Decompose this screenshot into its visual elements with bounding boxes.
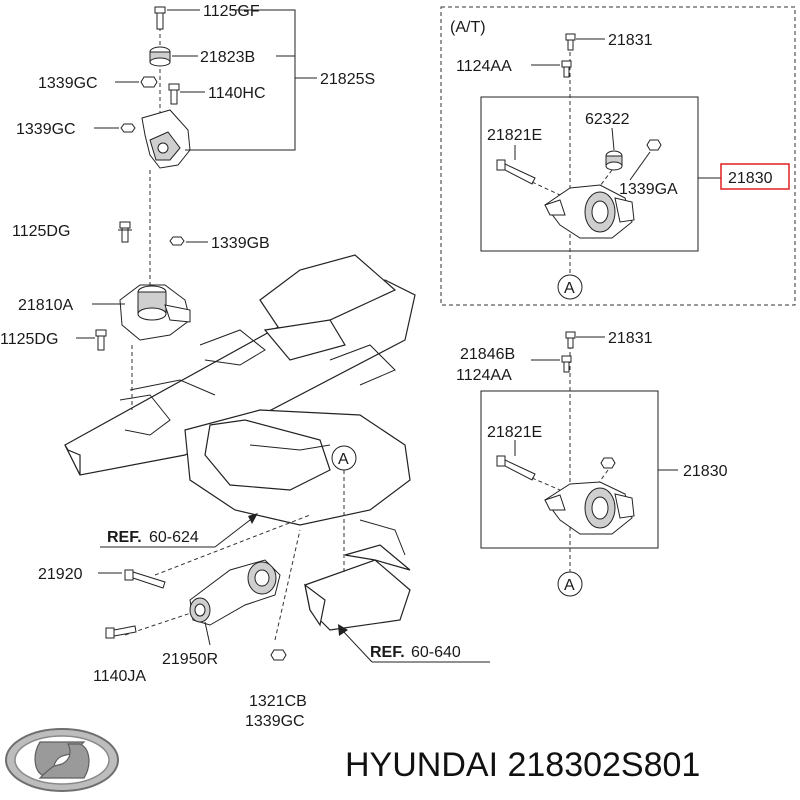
nut-icon (140, 76, 158, 88)
bushing-icon (149, 46, 171, 67)
nut-icon (600, 457, 616, 469)
bushing-icon (605, 150, 623, 171)
bolt-icon (168, 83, 180, 105)
at-highlight-box (720, 163, 790, 190)
engine-mount-icon (119, 284, 191, 341)
ref-label-bold: REF. (107, 529, 142, 546)
label-1125DG-upper: 1125DG (12, 223, 70, 240)
roll-rod-icon (189, 559, 281, 626)
label-1125DG-lower: 1125DG (0, 331, 58, 348)
mount-bracket-icon (141, 109, 191, 169)
nut-icon (646, 139, 662, 151)
mt-label-21830: 21830 (683, 463, 728, 480)
label-21825S: 21825S (320, 71, 375, 88)
callout-a-main: A (331, 445, 357, 575)
label-21823B: 21823B (200, 49, 255, 66)
at-label-1124AA: 1124AA (456, 58, 512, 75)
at-label-1339GA: 1339GA (619, 181, 678, 198)
label-21810A: 21810A (18, 297, 73, 314)
bolt-icon (154, 6, 166, 30)
mt-detail-panel: 21831 21846B 1124AA 21821E 21830 A (456, 330, 728, 597)
mt-callout-a: A (557, 571, 583, 597)
label-1140JA: 1140JA (93, 668, 146, 685)
ref-label-number: 60-624 (149, 529, 199, 546)
svg-text:A: A (564, 577, 575, 594)
engine-mount-stack (95, 6, 191, 410)
chassis-frame (64, 254, 416, 631)
bolt-icon (119, 221, 131, 243)
bolt-icon (124, 569, 166, 589)
bolt-icon (561, 60, 572, 78)
ref-label-number-2: 60-640 (411, 644, 461, 661)
ref-label-bold-2: REF. (370, 644, 405, 661)
bolt-icon (561, 355, 572, 373)
brand-title: HYUNDAI 218302S801 (345, 746, 700, 784)
label-1339GB: 1339GB (211, 235, 270, 252)
leader-lines (76, 9, 490, 663)
mt-label-21821E: 21821E (487, 424, 542, 441)
nut-icon (169, 236, 185, 246)
transmission-mount-icon (544, 481, 635, 535)
label-1339GC-lower: 1339GC (245, 713, 305, 730)
transmission-mount-icon (544, 184, 635, 239)
hyundai-logo-icon (5, 728, 119, 792)
label-1339GC-middle: 1339GC (16, 121, 76, 138)
label-1339GC-upper: 1339GC (38, 75, 98, 92)
at-callout-a: A (557, 274, 583, 300)
at-title: (A/T) (450, 19, 486, 36)
bolt-icon (565, 331, 576, 349)
nut-icon (270, 649, 287, 661)
bolt-icon (95, 329, 107, 351)
bolt-icon (496, 159, 536, 185)
svg-text:A: A (564, 280, 575, 297)
label-1140HC: 1140HC (208, 85, 266, 102)
label-21920: 21920 (38, 566, 83, 583)
svg-text:A: A (338, 451, 349, 468)
at-label-62322: 62322 (585, 111, 630, 128)
roll-rod-assembly (105, 514, 311, 661)
nut-icon (120, 123, 136, 133)
mt-label-21846B: 21846B (460, 346, 515, 363)
at-label-21830: 21830 (728, 170, 773, 187)
at-label-21821E: 21821E (487, 127, 542, 144)
label-1125GF: 1125GF (203, 3, 260, 20)
mt-label-1124AA: 1124AA (456, 367, 512, 384)
bolt-icon (565, 33, 576, 51)
at-detail-panel: (A/T) 21831 1124AA 21821E 62322 1339GA 2… (440, 6, 796, 306)
bolt-icon (496, 455, 536, 481)
mt-label-21831: 21831 (608, 330, 653, 347)
bolt-icon (105, 625, 137, 639)
label-21950R: 21950R (162, 651, 218, 668)
label-1321CB: 1321CB (249, 693, 307, 710)
at-label-21831: 21831 (608, 32, 653, 49)
